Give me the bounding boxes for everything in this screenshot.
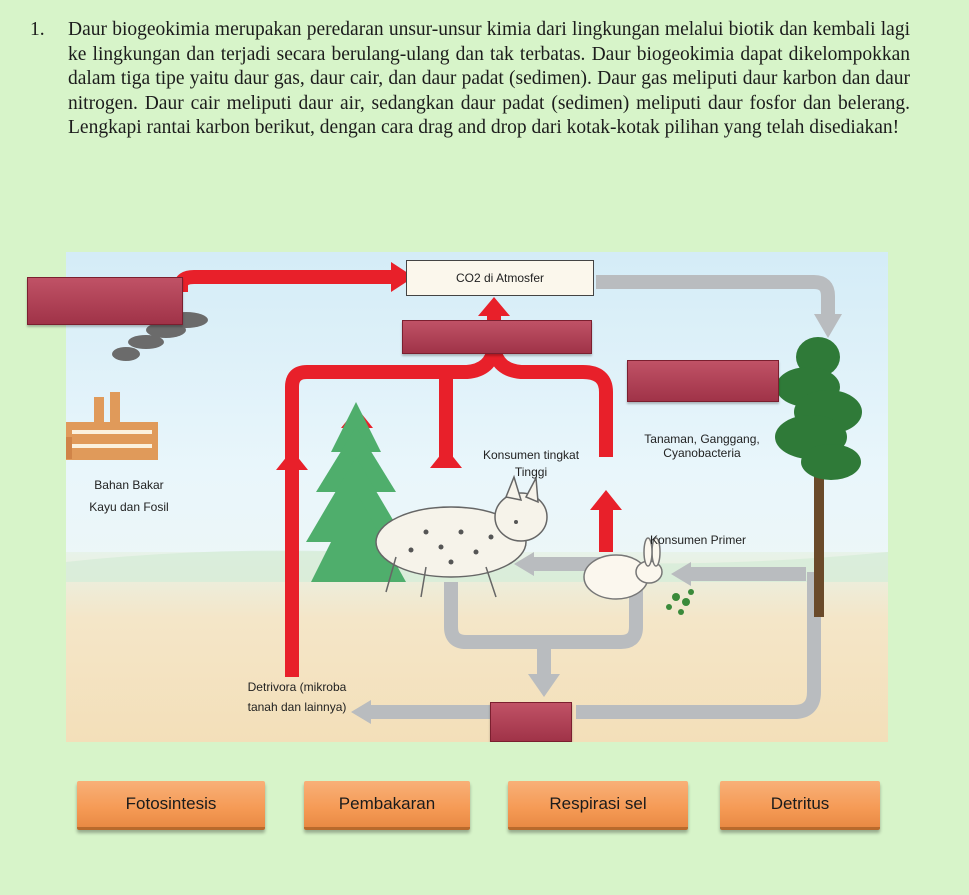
drop-zone-respiration[interactable] [402,320,592,354]
drop-zone-photosynthesis[interactable] [627,360,779,402]
gray-arrowhead [671,562,691,586]
factory-icon [66,392,158,460]
gray-arrowhead [814,314,842,338]
option-respirasi-sel[interactable]: Respirasi sel [508,781,688,830]
detritivore-line2: tanah dan lainnya) [247,700,347,714]
gray-arrowhead [514,552,534,576]
producer-line2: Cyanobacteria [663,446,741,460]
red-arrowhead [276,450,308,470]
consumer-high-line2: Tinggi [514,465,548,479]
cycle-arrows [66,262,888,724]
fuel-label: Bahan Bakar Kayu dan Fosil [74,478,184,514]
red-arrowhead [430,448,462,468]
option-detritus[interactable]: Detritus [720,781,880,830]
option-fotosintesis[interactable]: Fotosintesis [77,781,265,830]
consumer-high-line1: Konsumen tingkat [482,448,580,462]
drop-zone-detritus[interactable] [490,702,572,742]
small-tree-icon [306,402,406,582]
producer-label: Tanaman, Ganggang, Cyanobacteria [632,432,772,460]
plant-icon [666,589,694,615]
gray-arrowhead [351,700,371,724]
consumer-primary-label: Konsumen Primer [649,533,747,547]
drop-zone-combustion[interactable] [27,277,183,325]
gray-arrowhead [528,674,560,697]
rabbit-icon [583,537,663,600]
question-number: 1. [30,19,45,40]
fuel-label-line2: Kayu dan Fosil [89,500,169,514]
tall-tree-icon [775,337,862,617]
lynx-icon [375,474,548,598]
detritivore-label: Detrivora (mikroba tanah dan lainnya) [242,680,352,714]
producer-line1: Tanaman, Ganggang, [644,432,760,446]
gray-arrow-top-right [596,275,835,314]
red-arrowhead [478,297,510,316]
red-arrowhead [391,262,414,292]
co2-atmosphere-label: CO2 di Atmosfer [406,260,594,296]
carbon-cycle-diagram: CO2 di Atmosfer Bahan Bakar Kayu dan Fos… [66,252,888,742]
detritivore-line1: Detrivora (mikroba [247,680,347,694]
red-arrow-combustion [174,270,391,292]
consumer-high-label: Konsumen tingkat Tinggi [471,448,591,479]
option-pembakaran[interactable]: Pembakaran [304,781,470,830]
question-text: Daur biogeokimia merupakan peredaran uns… [68,19,910,139]
question: 1. Daur biogeokimia merupakan peredaran … [30,18,910,141]
red-arrowhead [590,490,622,510]
fuel-label-line1: Bahan Bakar [94,478,164,492]
